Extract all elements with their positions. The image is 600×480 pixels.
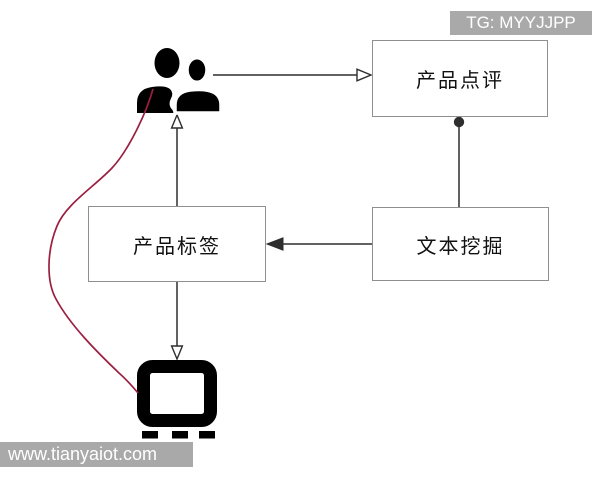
open-arrowhead [170,113,184,129]
watermark-website: www.tianyaiot.com [0,442,193,467]
edge-users-to-product-review [213,68,373,82]
edge-product-tags-to-users [170,113,184,206]
watermark-telegram: TG: MYYJJPP [450,11,592,35]
users-icon [137,48,223,115]
node-product-tags: 产品标签 [88,206,266,282]
edge-product-tags-to-monitor [170,282,184,361]
node-product-tags-label: 产品标签 [133,235,221,258]
node-text-mining: 文本挖掘 [372,207,549,281]
solid-arrowhead [265,237,284,251]
open-arrowhead [356,68,373,82]
dot-terminal [453,116,465,128]
open-arrowhead [170,345,184,361]
node-text-mining-label: 文本挖掘 [416,235,505,258]
edge-users-to-monitor-red-curve [48,88,154,394]
node-product-review: 产品点评 [372,40,548,117]
node-product-review-label: 产品点评 [416,70,504,92]
edge-text-mining-to-product-tags [265,237,372,251]
edge-text-mining-to-product-review [453,116,465,207]
monitor-icon [137,360,217,439]
